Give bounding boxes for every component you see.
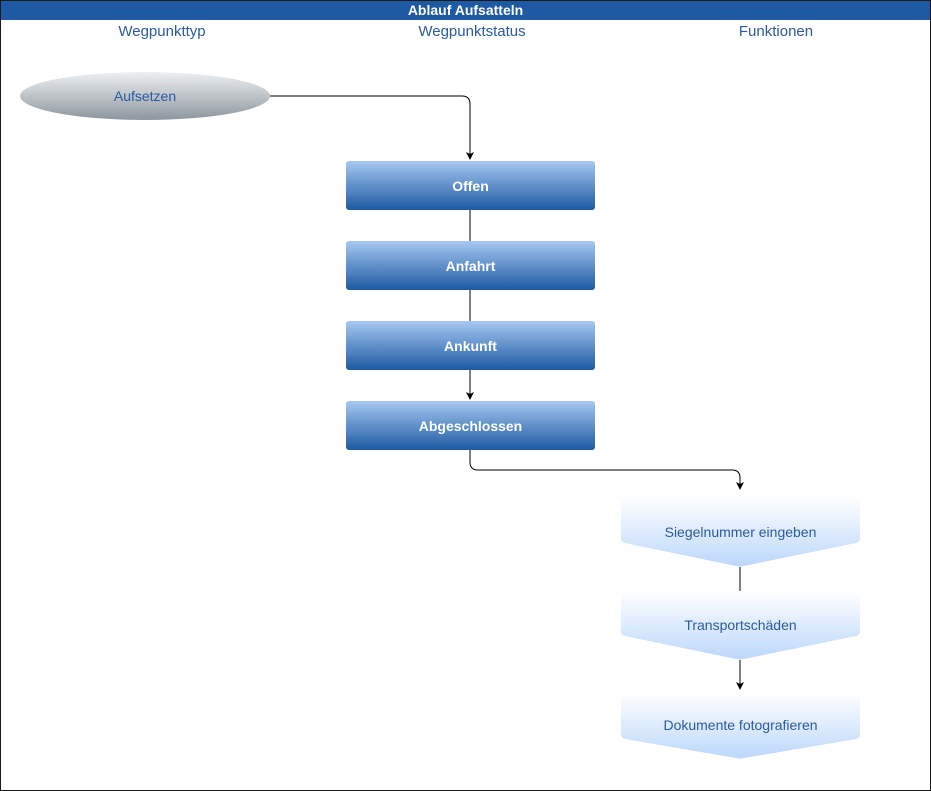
- function-node-label-dokumente: Dokumente fotografieren: [663, 717, 818, 733]
- lane-header-funktionen: Funktionen: [738, 23, 814, 40]
- status-node-ankunft: [346, 321, 595, 370]
- connector-aufsetzen-offen: [270, 95, 474, 160]
- status-node-label-offen: Offen: [452, 177, 489, 194]
- function-node-label-siegelnummer: Siegelnummer eingeben: [664, 524, 817, 540]
- lane-header-wegpunktstatus: Wegpunktstatus: [418, 23, 526, 40]
- start-node-aufsetzen: [20, 72, 270, 120]
- status-node-anfahrt: [346, 241, 595, 290]
- status-node-label-ankunft: Ankunft: [444, 337, 497, 354]
- function-node-siegelnummer: [621, 497, 860, 567]
- status-node-label-anfahrt: Anfahrt: [445, 257, 496, 274]
- function-node-transportschaeden: [621, 591, 860, 660]
- connector-abgeschlossen-siegelnummer: [469, 450, 744, 490]
- start-node-label: Aufsetzen: [113, 88, 177, 104]
- status-node-offen: [346, 161, 595, 210]
- function-node-label-transportschaeden: Transportschäden: [684, 617, 797, 633]
- status-node-label-abgeschlossen: Abgeschlossen: [418, 417, 523, 434]
- diagram-title: Ablauf Aufsatteln: [1, 1, 930, 20]
- status-node-abgeschlossen: [346, 401, 595, 450]
- function-node-dokumente: [621, 693, 860, 759]
- lane-header-wegpunkttyp: Wegpunkttyp: [118, 23, 206, 40]
